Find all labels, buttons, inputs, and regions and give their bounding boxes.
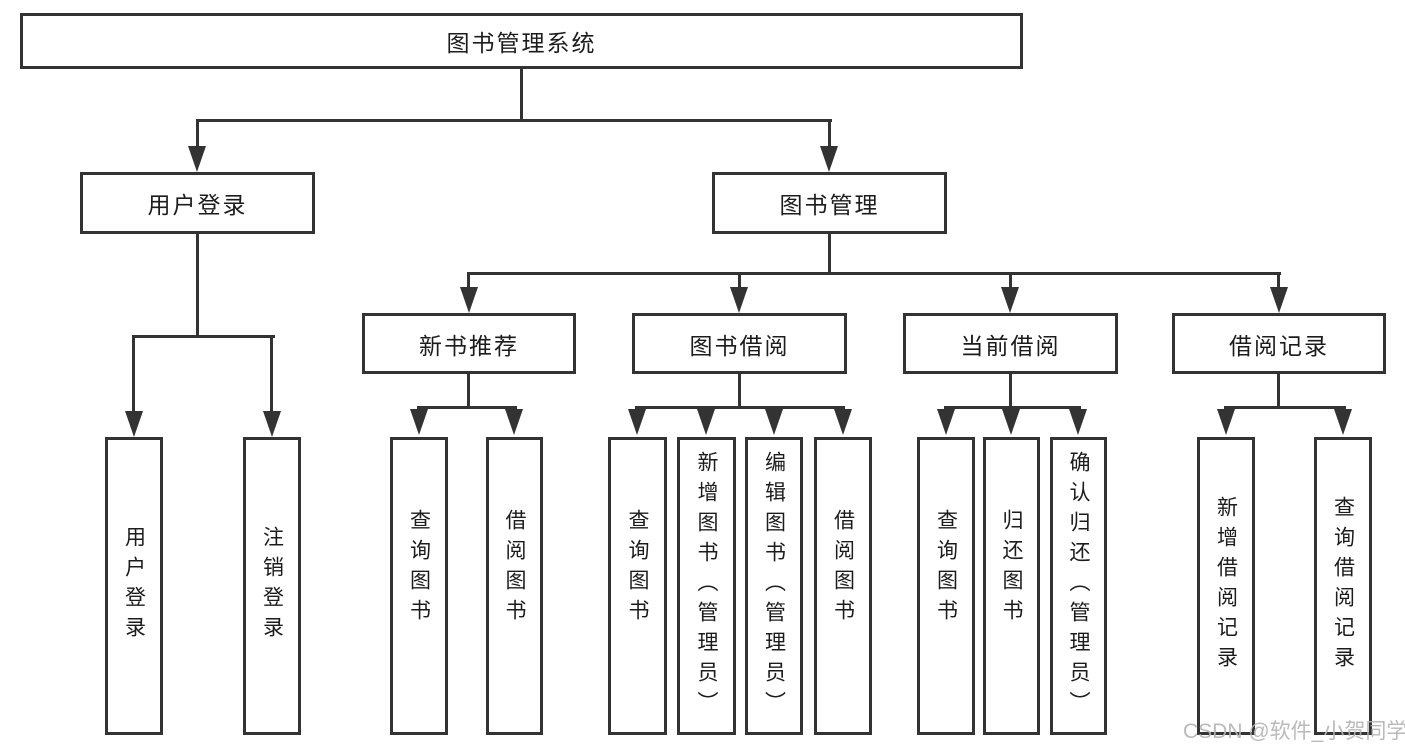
arrowhead-down-icon	[1002, 409, 1020, 435]
leaf-current-confirm-return-admin-label: 确认归还（管理员）	[1067, 451, 1091, 721]
leaf-borrow-add-book-admin: 新增图书（管理员）	[677, 437, 736, 735]
connector-groupE-horizontal	[1224, 406, 1346, 409]
node-book-management-label: 图书管理	[779, 192, 880, 218]
connector-level3-drop	[1277, 272, 1280, 291]
connector-level3-horizontal	[467, 272, 1281, 275]
connector-groupA-drop	[270, 335, 273, 413]
leaf-borrow-add-book-admin-label: 新增图书（管理员）	[695, 451, 719, 721]
node-root-system: 图书管理系统	[20, 13, 1023, 69]
leaf-current-return-book: 归还图书	[983, 437, 1040, 735]
node-user-login-label: 用户登录	[147, 192, 248, 218]
connector-level3-drop	[467, 272, 470, 291]
leaf-newbook-borrow-book-label: 借阅图书	[503, 509, 527, 629]
connector-userlogin-stub	[196, 234, 199, 338]
node-root-label: 图书管理系统	[446, 30, 597, 56]
connector-groupA-drop	[132, 335, 135, 413]
arrowhead-down-icon	[628, 409, 646, 435]
connector-level3-drop	[1009, 272, 1012, 291]
leaf-logout-login: 注销登录	[243, 437, 301, 735]
arrowhead-down-icon	[188, 146, 206, 172]
arrowhead-down-icon	[410, 409, 428, 435]
arrowhead-down-icon	[730, 287, 748, 313]
connector-current-stub	[1009, 374, 1012, 409]
arrowhead-down-icon	[460, 287, 478, 313]
leaf-records-add-record: 新增借阅记录	[1197, 437, 1255, 735]
leaf-user-login-label: 用户登录	[122, 526, 146, 646]
connector-newbook-stub	[467, 374, 470, 409]
leaf-records-add-record-label: 新增借阅记录	[1214, 496, 1238, 676]
node-borrow-records-label: 借阅记录	[1229, 332, 1329, 359]
leaf-user-login: 用户登录	[105, 437, 163, 735]
arrowhead-down-icon	[1001, 287, 1019, 313]
leaf-borrow-edit-book-admin: 编辑图书（管理员）	[745, 437, 803, 735]
node-book-management: 图书管理	[712, 172, 947, 234]
arrowhead-down-icon	[834, 409, 852, 435]
arrowhead-down-icon	[1217, 409, 1235, 435]
connector-groupB-horizontal	[417, 406, 517, 409]
leaf-newbook-query-book-label: 查询图书	[407, 509, 431, 629]
arrowhead-down-icon	[697, 409, 715, 435]
arrowhead-down-icon	[937, 409, 955, 435]
connector-bookmgmt-drop	[828, 119, 831, 151]
node-user-login: 用户登录	[80, 172, 315, 234]
arrowhead-down-icon	[263, 411, 281, 437]
node-current-borrow: 当前借阅	[903, 313, 1118, 374]
connector-level3-drop	[738, 272, 741, 291]
leaf-borrow-edit-book-admin-label: 编辑图书（管理员）	[762, 451, 786, 721]
node-new-book-recommend-label: 新书推荐	[419, 332, 519, 359]
leaf-borrow-query-book-label: 查询图书	[626, 509, 650, 629]
arrowhead-down-icon	[1270, 287, 1288, 313]
leaf-borrow-borrow-book-label: 借阅图书	[831, 509, 855, 629]
arrowhead-down-icon	[820, 146, 838, 172]
connector-records-stub	[1277, 374, 1280, 409]
leaf-borrow-query-book: 查询图书	[608, 437, 667, 735]
arrowhead-down-icon	[1069, 409, 1087, 435]
connector-root-stub	[520, 69, 523, 122]
connector-groupA-horizontal	[132, 335, 275, 338]
connector-borrow-stub	[738, 374, 741, 409]
leaf-newbook-query-book: 查询图书	[390, 437, 448, 735]
leaf-current-query-book-label: 查询图书	[934, 509, 958, 629]
leaf-current-return-book-label: 归还图书	[1000, 509, 1024, 629]
arrowhead-down-icon	[1334, 409, 1352, 435]
connector-groupC-horizontal	[635, 406, 845, 409]
node-borrow-records: 借阅记录	[1172, 313, 1386, 374]
leaf-current-confirm-return-admin: 确认归还（管理员）	[1050, 437, 1107, 735]
connector-userlogin-drop	[196, 119, 199, 151]
leaf-records-query-record-label: 查询借阅记录	[1331, 496, 1355, 676]
node-book-borrow-label: 图书借阅	[689, 332, 790, 359]
arrowhead-down-icon	[765, 409, 783, 435]
leaf-newbook-borrow-book: 借阅图书	[486, 437, 543, 735]
connector-bookmgmt-stub	[828, 234, 831, 275]
node-current-borrow-label: 当前借阅	[960, 332, 1061, 359]
arrowhead-down-icon	[505, 409, 523, 435]
connector-groupD-horizontal	[944, 406, 1081, 409]
arrowhead-down-icon	[125, 411, 143, 437]
node-book-borrow: 图书借阅	[632, 313, 847, 374]
leaf-borrow-borrow-book: 借阅图书	[814, 437, 872, 735]
leaf-logout-login-label: 注销登录	[260, 526, 284, 646]
node-new-book-recommend: 新书推荐	[362, 313, 576, 374]
csdn-watermark: CSDN @软件_小贺同学	[1183, 720, 1405, 743]
connector-level2-horizontal	[196, 119, 832, 122]
leaf-current-query-book: 查询图书	[917, 437, 975, 735]
leaf-records-query-record: 查询借阅记录	[1314, 437, 1372, 735]
